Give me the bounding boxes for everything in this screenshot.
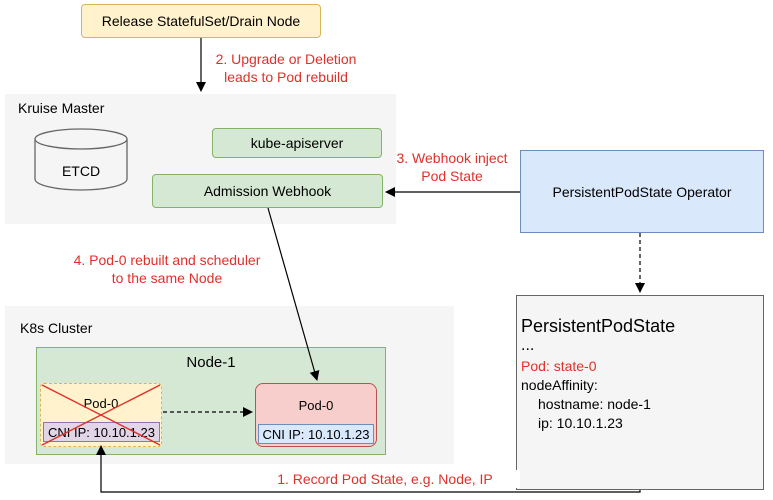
step2-label: 2. Upgrade or Deletion leads to Pod rebu… <box>205 50 367 86</box>
pps-title: PersistentPodState <box>521 316 676 336</box>
pps-affinity-line: nodeAffinity: <box>521 377 598 393</box>
step3-line1: 3. Webhook inject <box>396 150 508 166</box>
old-pod-cross-icon <box>41 384 161 446</box>
new-pod-ip-label: CNI IP: 10.10.1.23 <box>262 426 370 442</box>
pps-pod-line: Pod: state-0 <box>521 358 597 374</box>
step3-line2: Pod State <box>421 168 483 184</box>
release-statefulset-box: Release StatefulSet/Drain Node <box>81 4 321 38</box>
new-pod-ip: CNI IP: 10.10.1.23 <box>258 424 374 444</box>
step3-label: 3. Webhook inject Pod State <box>386 149 518 185</box>
step2-line1: 2. Upgrade or Deletion <box>215 51 357 67</box>
arrow-step4 <box>267 207 320 381</box>
k8s-cluster-title: K8s Cluster <box>20 320 93 336</box>
etcd-database-icon: ETCD <box>33 127 129 193</box>
release-statefulset-label: Release StatefulSet/Drain Node <box>101 13 301 29</box>
step1-label: 1. Record Pod State, e.g. Node, IP <box>250 470 520 488</box>
kruise-master-title: Kruise Master <box>18 100 105 116</box>
pps-ip-line: ip: 10.10.1.23 <box>538 415 623 431</box>
persistentpodstate-box: PersistentPodState ... Pod: state-0 node… <box>516 295 764 490</box>
admission-webhook-label: Admission Webhook <box>203 183 332 199</box>
persistentpodstate-operator-box: PersistentPodState Operator <box>520 150 764 233</box>
admission-webhook-box: Admission Webhook <box>152 174 383 208</box>
step4-line1: 4. Pod-0 rebuilt and scheduler <box>73 252 261 268</box>
old-pod-name: Pod-0 <box>83 396 119 411</box>
operator-label: PersistentPodState Operator <box>552 183 732 200</box>
step4-line2: to the same Node <box>111 270 223 286</box>
kube-apiserver-box: kube-apiserver <box>212 128 382 158</box>
pps-hostname-line: hostname: node-1 <box>538 396 651 412</box>
step4-label: 4. Pod-0 rebuilt and scheduler to the sa… <box>52 251 282 287</box>
new-pod-name: Pod-0 <box>298 398 334 413</box>
step2-line2: leads to Pod rebuild <box>224 69 348 85</box>
pps-ellipsis: ... <box>521 337 535 354</box>
etcd-label: ETCD <box>61 163 101 179</box>
arrow-step1 <box>96 445 641 493</box>
node-1-label: Node-1 <box>186 354 236 371</box>
kube-apiserver-label: kube-apiserver <box>250 135 344 151</box>
